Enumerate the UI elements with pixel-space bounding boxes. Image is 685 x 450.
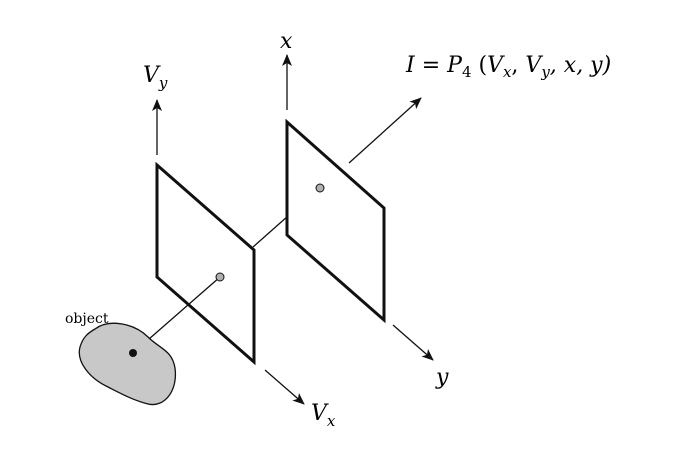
vy-axis-label: Vy xyxy=(143,63,168,92)
formula-P: P xyxy=(446,53,463,78)
vx-axis-arrow xyxy=(264,369,305,405)
plane-st xyxy=(285,118,386,324)
object-point xyxy=(129,349,137,357)
formula-rest: , x, y) xyxy=(550,53,611,78)
formula-eq: = xyxy=(415,53,447,78)
object-label: object xyxy=(65,311,109,327)
plane-uv-intersection-point xyxy=(215,272,225,282)
vx-sub: x xyxy=(327,412,336,430)
formula-comma1: , xyxy=(511,53,525,78)
vx-axis-label: Vx xyxy=(311,401,336,430)
formula-label: I = P4 (Vx, Vy, x, y) xyxy=(405,53,611,81)
object-shape xyxy=(78,322,177,406)
formula-open: ( xyxy=(471,53,487,78)
formula-V2-sub: y xyxy=(540,63,550,81)
x-axis-label: x xyxy=(280,29,293,54)
plane-uv xyxy=(155,161,256,366)
formula-P-sub: 4 xyxy=(462,63,472,81)
plane-st-intersection-point xyxy=(315,183,325,193)
formula-V2: V xyxy=(525,53,543,78)
y-axis-label: y xyxy=(435,365,449,390)
formula-V1-sub: x xyxy=(503,63,512,81)
formula-I: I xyxy=(405,53,416,78)
vy-sub: y xyxy=(158,74,168,92)
formula-V1: V xyxy=(487,53,505,78)
y-axis-arrow xyxy=(392,324,434,361)
vy-main: V xyxy=(143,63,161,88)
vx-main: V xyxy=(311,401,329,426)
ray-between-planes xyxy=(252,215,289,248)
ray-beyond-plane2 xyxy=(348,97,422,164)
